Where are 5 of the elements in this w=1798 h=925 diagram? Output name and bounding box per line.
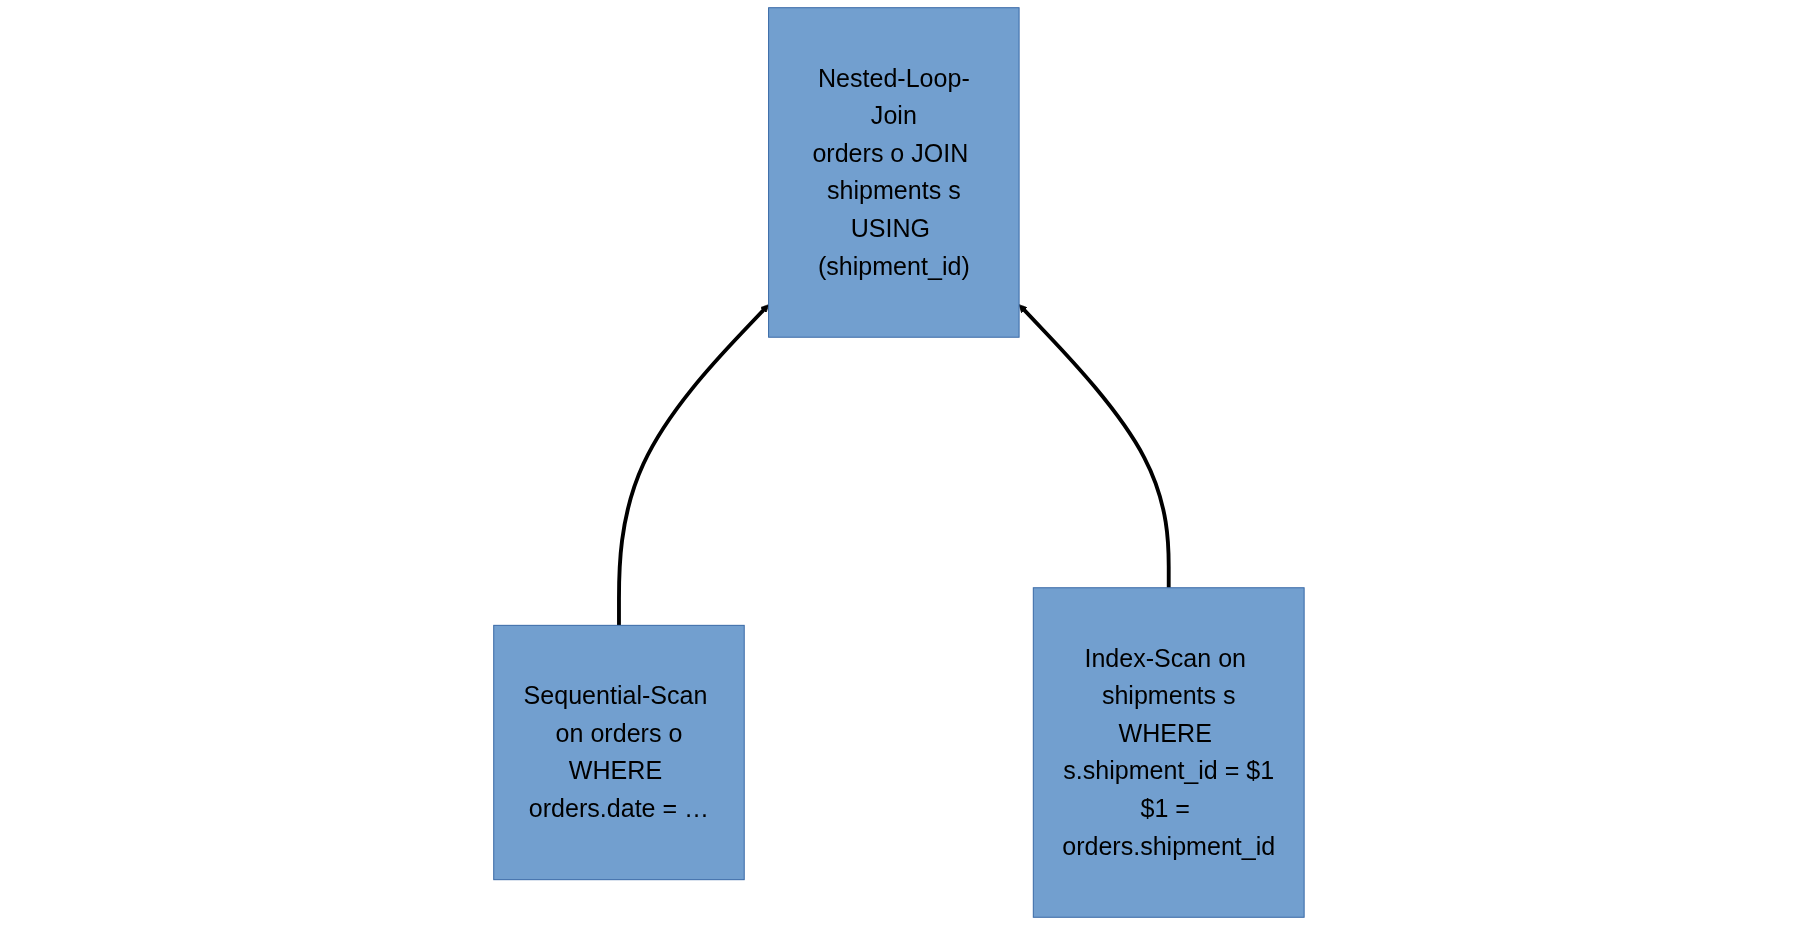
arrow	[617, 304, 770, 626]
node-box: Nested-Loop-Join orders o JOIN shipments s USING (shipment_id)	[768, 7, 1020, 338]
node-box: Index-Scan on shipments s WHERE s.shipment_id = $1 $1 = orders.shipment_id	[1032, 587, 1305, 918]
node-box: Sequential-Scan on orders o WHERE orders.date = …	[493, 624, 745, 881]
arrow	[1018, 304, 1171, 588]
